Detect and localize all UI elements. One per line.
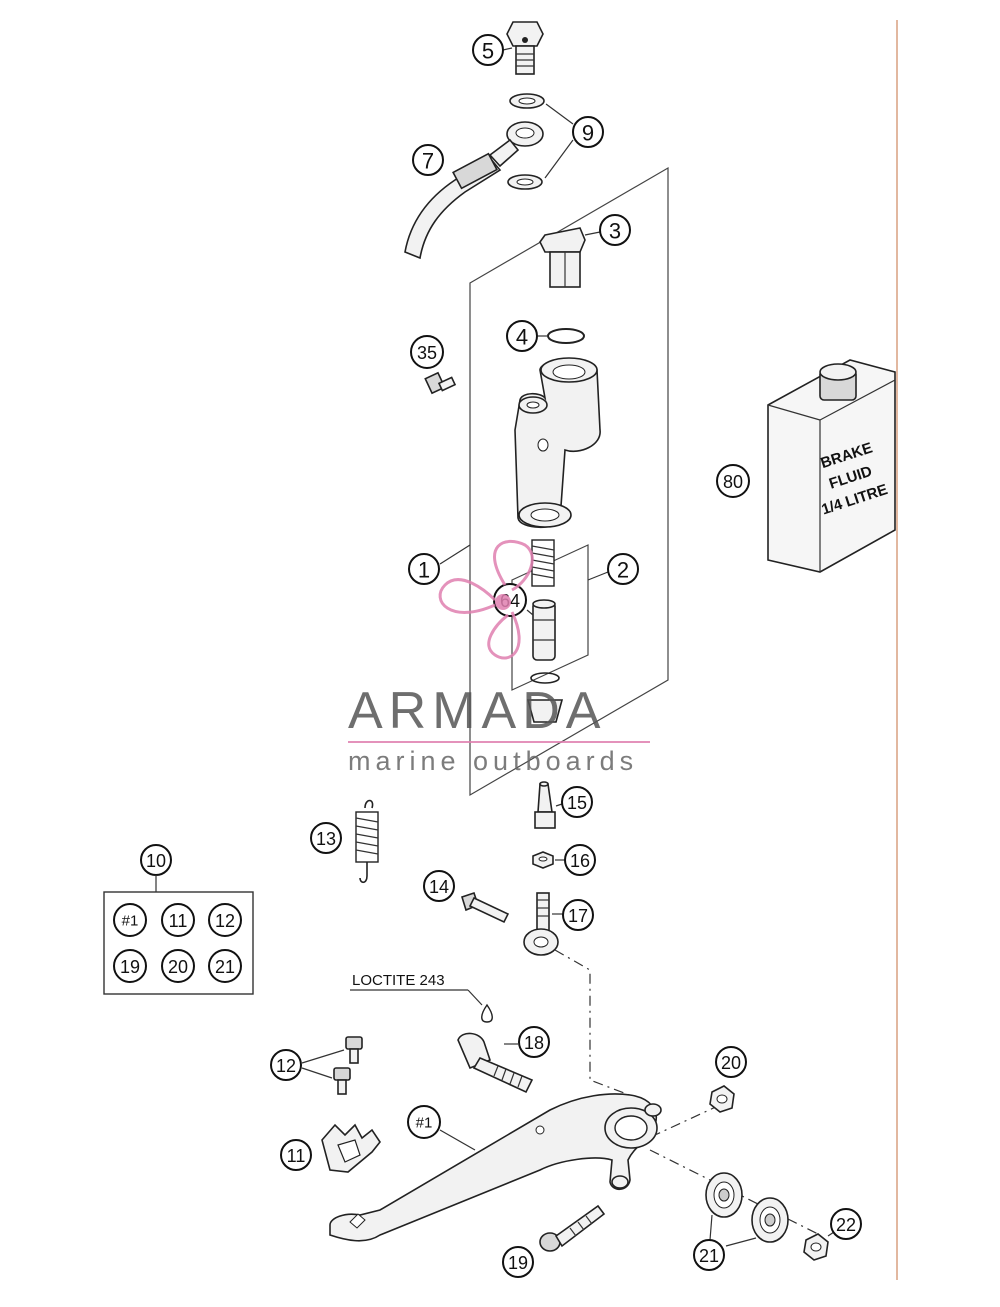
callout-18: 18 — [518, 1026, 550, 1058]
svg-text:14: 14 — [429, 877, 449, 897]
callout-17: 17 — [562, 899, 594, 931]
brake-hose — [404, 121, 544, 260]
kit-item-4: 19 — [113, 949, 147, 983]
pivot-bearing-2 — [751, 1197, 789, 1243]
callout-1b: #1 — [407, 1105, 441, 1139]
callout-11: 11 — [280, 1139, 312, 1171]
return-spring — [355, 799, 379, 884]
callout-9: 9 — [572, 116, 604, 148]
pivot-bearing-1 — [705, 1172, 743, 1218]
pivot-cap-nut — [803, 1233, 829, 1261]
callout-22: 22 — [830, 1208, 862, 1240]
svg-text:12: 12 — [215, 911, 235, 931]
watermark-brand: ARMADA — [348, 682, 606, 740]
callout-13: 13 — [310, 822, 342, 854]
kit-item-5: 20 — [161, 949, 195, 983]
svg-text:5: 5 — [482, 39, 494, 64]
repair-kit-frame — [511, 544, 589, 691]
circlip — [530, 672, 560, 684]
callout-10: 10 — [140, 844, 172, 876]
piston-spring — [531, 539, 555, 587]
callout-15: 15 — [561, 786, 593, 818]
lock-nut — [532, 851, 554, 869]
footplate-screw-top — [345, 1036, 363, 1064]
svg-text:16: 16 — [570, 851, 590, 871]
callout-4: 4 — [506, 320, 538, 352]
svg-text:#1: #1 — [122, 913, 139, 930]
pivot-bolt — [457, 1032, 534, 1094]
armada-propeller-logo — [438, 539, 534, 660]
svg-text:20: 20 — [168, 957, 188, 977]
callout-12: 12 — [270, 1049, 302, 1081]
callout-21: 21 — [693, 1239, 725, 1271]
stop-bolt — [539, 1204, 606, 1252]
kit-item-6: 21 — [208, 949, 242, 983]
svg-text:15: 15 — [567, 793, 587, 813]
svg-text:9: 9 — [582, 121, 594, 146]
svg-text:2: 2 — [617, 558, 629, 583]
svg-text:80: 80 — [723, 472, 743, 492]
callout-2: 2 — [607, 553, 639, 585]
nut-axis-line — [654, 1104, 721, 1136]
svg-text:21: 21 — [215, 957, 235, 977]
svg-text:1: 1 — [418, 558, 430, 583]
loctite-note: LOCTITE 243 — [352, 972, 445, 989]
assembly-axis-line — [554, 949, 633, 1097]
reservoir-plug — [539, 227, 586, 288]
assembly-frame — [469, 166, 669, 797]
pushrod — [534, 781, 556, 829]
svg-text:17: 17 — [568, 906, 588, 926]
callout-1: 1 — [408, 553, 440, 585]
master-cylinder-body — [514, 357, 601, 529]
svg-text:20: 20 — [721, 1053, 741, 1073]
kit-item-1: #1 — [113, 903, 147, 937]
callout-3: 3 — [599, 214, 631, 246]
screw — [424, 371, 457, 395]
callout-20: 20 — [715, 1046, 747, 1078]
callout-5: 5 — [472, 34, 504, 66]
watermark-tagline: marine outboards — [348, 746, 638, 776]
loctite-drop-icon — [481, 1003, 493, 1023]
svg-text:7: 7 — [422, 149, 434, 174]
armada-watermark: ARMADA marine outboards — [348, 539, 650, 776]
svg-text:10: 10 — [146, 851, 166, 871]
pivot-nut — [709, 1085, 735, 1113]
svg-text:12: 12 — [276, 1056, 296, 1076]
adjust-bolt — [461, 891, 510, 924]
svg-text:13: 13 — [316, 829, 336, 849]
footplate-screw-bottom — [333, 1067, 351, 1095]
callout-35: 35 — [410, 335, 444, 369]
brake-pedal-footplate — [321, 1123, 381, 1173]
copper-washer-bottom — [507, 174, 543, 190]
clevis-eye — [523, 892, 559, 956]
banjo-bolt — [506, 21, 544, 75]
dust-boot — [526, 699, 564, 723]
svg-text:11: 11 — [287, 1146, 306, 1166]
svg-text:11: 11 — [169, 911, 188, 931]
svg-text:22: 22 — [836, 1215, 856, 1235]
svg-text:4: 4 — [516, 325, 528, 350]
kit-item-3: 12 — [208, 903, 242, 937]
kit-item-2: 11 — [161, 903, 195, 937]
piston — [532, 599, 556, 661]
callout-80: 80 — [716, 464, 750, 498]
o-ring — [547, 328, 585, 344]
copper-washer-top — [509, 93, 545, 109]
svg-text:18: 18 — [524, 1033, 544, 1053]
svg-text:21: 21 — [699, 1246, 719, 1266]
svg-text:#1: #1 — [416, 1115, 433, 1132]
callout-14: 14 — [423, 870, 455, 902]
callout-19: 19 — [502, 1246, 534, 1278]
brake-pedal — [329, 1093, 662, 1242]
svg-text:35: 35 — [417, 343, 437, 363]
svg-text:19: 19 — [508, 1253, 528, 1273]
svg-text:3: 3 — [609, 219, 621, 244]
callout-7: 7 — [412, 144, 444, 176]
brake-fluid-can: BRAKE FLUID 1/4 LITRE — [767, 359, 896, 573]
callout-16: 16 — [564, 844, 596, 876]
svg-text:19: 19 — [120, 957, 140, 977]
